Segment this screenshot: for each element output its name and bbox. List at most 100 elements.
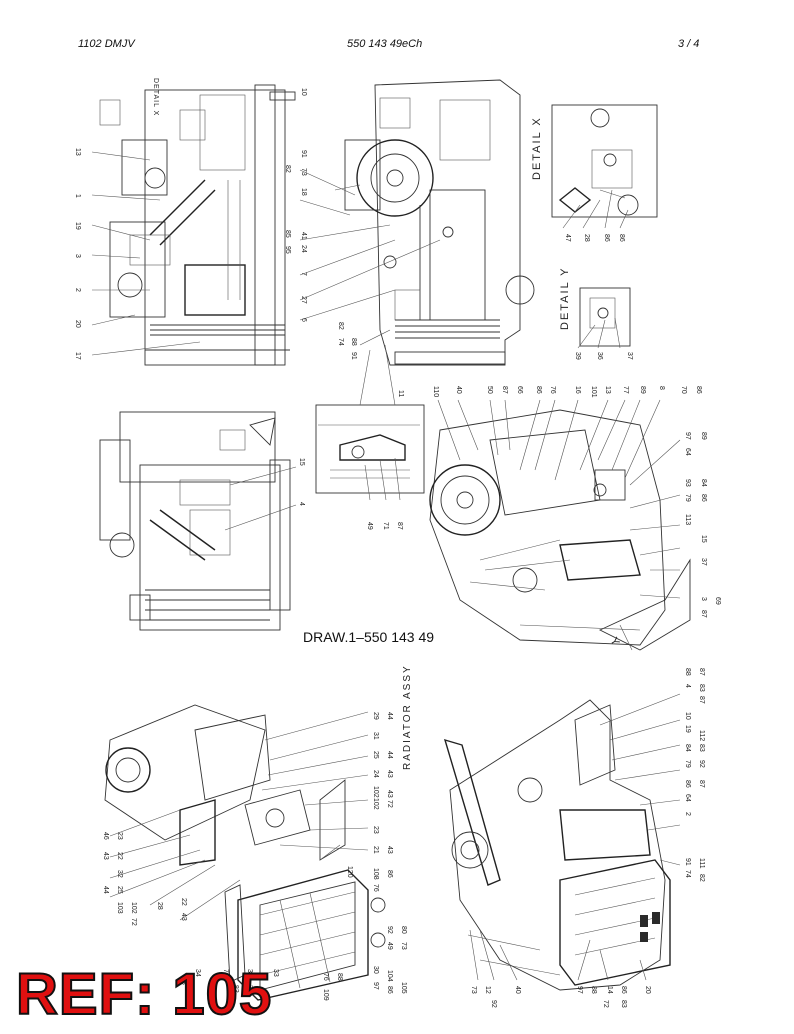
callout-89: 89: [639, 386, 646, 394]
callout-103: 103: [116, 902, 123, 914]
callout-82c: 82: [698, 874, 705, 882]
view-detail-y: [577, 287, 631, 349]
callout-73d: 73: [470, 986, 477, 994]
callout-111: 111: [698, 858, 705, 869]
callout-74b: 74: [684, 870, 691, 878]
callout-110: 110: [432, 386, 439, 397]
callout-71: 71: [382, 522, 389, 530]
callout-36: 36: [596, 352, 603, 360]
callout-97: 97: [684, 432, 691, 440]
callout-72: 72: [386, 800, 393, 808]
callout-76c: 76: [322, 973, 329, 981]
callout-73c: 73: [222, 969, 229, 977]
callout-22: 22: [116, 852, 123, 860]
callout-86b: 86: [618, 234, 625, 242]
callout-102: 102: [372, 798, 379, 810]
callout-30: 30: [372, 966, 379, 974]
callout-87b: 87: [501, 386, 508, 394]
callout-85: 85: [284, 230, 291, 238]
callout-87e: 87: [698, 696, 705, 704]
callout-23: 23: [372, 826, 379, 834]
callout-83b: 83: [698, 684, 705, 692]
callout-49: 49: [366, 522, 373, 530]
callout-37b: 37: [700, 558, 707, 566]
callout-13: 13: [74, 148, 81, 156]
callout-10b: 10: [684, 712, 691, 720]
callout-64b: 64: [684, 794, 691, 802]
callout-43c: 43: [386, 846, 393, 854]
view-detail-x: [551, 104, 658, 229]
callout-86d: 86: [695, 386, 702, 394]
callout-104: 104: [386, 970, 393, 982]
callout-86i: 86: [620, 986, 627, 994]
callout-80: 80: [400, 926, 407, 934]
callout-83: 83: [232, 985, 239, 993]
callout-20b: 20: [644, 986, 651, 994]
callout-1: 1: [74, 194, 81, 198]
view-radiator-assy: [104, 704, 386, 1001]
callout-6: 6: [300, 318, 307, 322]
callout-88e: 88: [590, 986, 597, 994]
callout-33: 33: [272, 969, 279, 977]
callout-14: 14: [606, 986, 613, 994]
part-number: 550 143 49eCh: [347, 38, 423, 50]
callout-13b: 13: [604, 386, 611, 394]
callout-79b: 79: [684, 760, 691, 768]
callout-92c: 92: [490, 1000, 497, 1008]
callout-28b: 28: [156, 902, 163, 910]
callout-23b: 23: [116, 832, 123, 840]
callout-25b: 25: [116, 886, 123, 894]
callout-4b: 4: [684, 684, 691, 688]
callout-83d: 83: [620, 1000, 627, 1008]
callout-2b: 2: [684, 812, 691, 816]
view-isometric-bottom: [443, 693, 681, 991]
callout-41: 41: [300, 232, 307, 240]
callout-31c: 31: [246, 985, 253, 993]
callout-87c: 87: [700, 610, 707, 618]
callout-91b: 91: [350, 352, 357, 360]
view-plan: [99, 411, 297, 631]
view-isometric-right: [429, 399, 691, 651]
callout-31: 31: [372, 732, 379, 740]
callout-3: 3: [74, 254, 81, 258]
callout-40b: 40: [514, 986, 521, 994]
callout-40: 40: [455, 386, 462, 394]
drawing-label: DRAW.1–550 143 49: [303, 629, 435, 645]
callout-37: 37: [626, 352, 633, 360]
callout-120: 120: [346, 866, 353, 878]
view-inset: [315, 344, 425, 501]
callout-88: 88: [350, 338, 357, 346]
callout-73: 73: [300, 168, 307, 176]
callout-88c: 88: [336, 973, 343, 981]
callout-105: 105: [400, 982, 407, 994]
callout-92: 92: [386, 926, 393, 934]
callout-83c: 83: [698, 744, 705, 752]
view-y-marker: Y: [607, 636, 621, 649]
callout-21: 21: [372, 846, 379, 854]
callout-17: 17: [74, 352, 81, 360]
callout-15b: 15: [700, 535, 707, 543]
callout-39: 39: [574, 352, 581, 360]
callout-86f: 86: [386, 870, 393, 878]
callout-50: 50: [486, 386, 493, 394]
callout-95: 95: [284, 246, 291, 254]
callout-97c: 97: [576, 986, 583, 994]
callout-69: 69: [714, 597, 721, 605]
callout-76: 76: [549, 386, 556, 394]
callout-79: 79: [684, 494, 691, 502]
callout-72b: 72: [130, 918, 137, 926]
callout-24b: 24: [372, 770, 379, 778]
callout-16: 16: [574, 386, 581, 394]
callout-47: 47: [564, 234, 571, 242]
callout-3b: 3: [700, 597, 707, 601]
callout-44b: 44: [386, 751, 393, 759]
callout-43d: 43: [102, 852, 109, 860]
detail-x-label: DETAIL X: [531, 116, 543, 180]
callout-19b: 19: [684, 725, 691, 733]
callout-43: 43: [386, 770, 393, 778]
callout-76b: 76: [372, 884, 379, 892]
document-code: 1102 DMJV: [78, 38, 135, 50]
callout-24: 24: [300, 245, 307, 253]
callout-88b: 88: [180, 977, 187, 985]
